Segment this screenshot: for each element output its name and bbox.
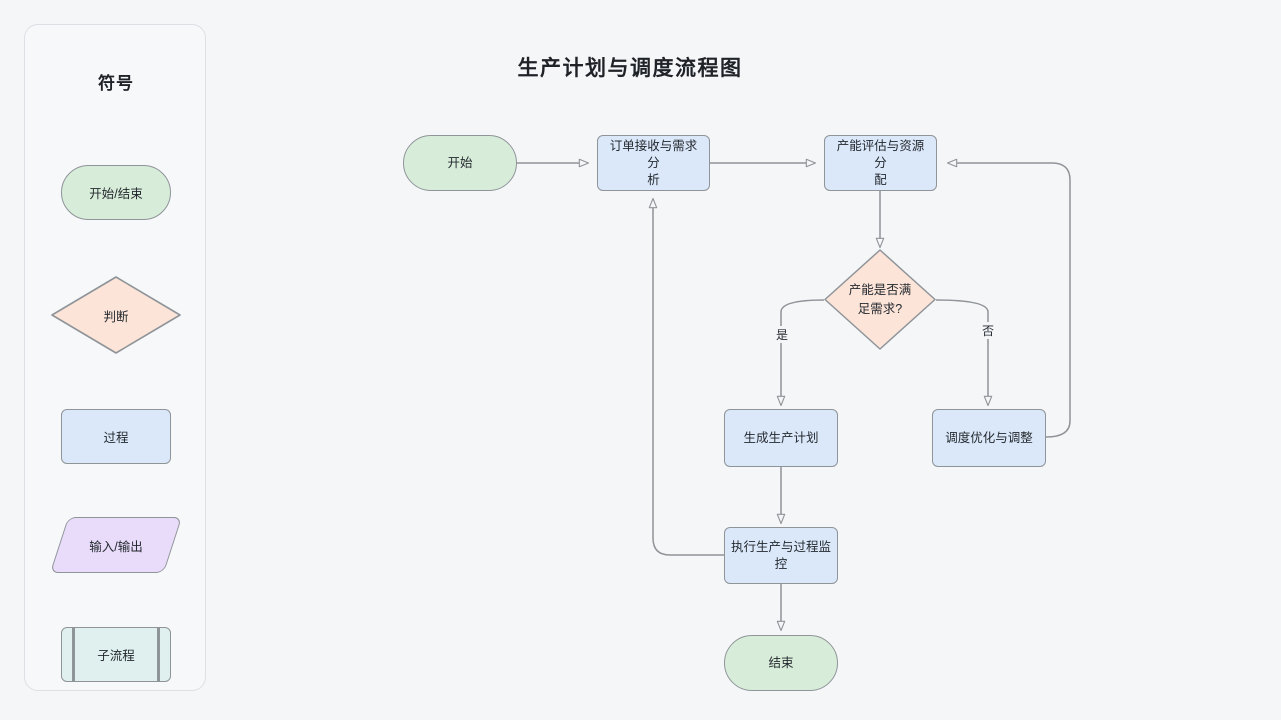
node-capacity-assessment-label: 产能评估与资源分 配: [836, 138, 925, 187]
node-capacity-assessment[interactable]: 产能评估与资源分 配: [824, 135, 937, 191]
node-decision-capacity[interactable]: 产能是否满 足需求?: [823, 248, 937, 351]
legend-title: 符号: [98, 74, 134, 93]
edge-decision-plan: [776, 299, 825, 407]
edge-adjust-capacity: [946, 158, 1071, 438]
node-schedule-adjust-label: 调度优化与调整: [945, 430, 1033, 445]
node-order-intake-label: 订单接收与需求分 析: [609, 138, 698, 187]
node-start[interactable]: 开始: [403, 135, 517, 191]
subprocess-bar-right: [157, 628, 160, 681]
edge-execute-order: [648, 197, 724, 556]
page-title: 生产计划与调度流程图: [517, 57, 743, 80]
node-start-label: 开始: [447, 155, 473, 170]
edge-label-no: 否: [980, 322, 997, 339]
node-generate-plan-label: 生成生产计划: [743, 430, 819, 445]
node-end-label: 结束: [768, 655, 794, 670]
node-execute-monitor[interactable]: 执行生产与过程监 控: [724, 527, 838, 584]
edge-decision-adjust: [935, 299, 993, 407]
node-order-intake[interactable]: 订单接收与需求分 析: [597, 135, 710, 191]
decision-diamond-shape: [824, 249, 936, 350]
edge-label-yes: 是: [774, 326, 791, 343]
subprocess-bar-left: [72, 628, 75, 681]
node-end[interactable]: 结束: [724, 635, 838, 691]
decision-diamond-shape: [51, 276, 181, 354]
node-execute-monitor-label: 执行生产与过程监 控: [731, 539, 832, 571]
node-generate-plan[interactable]: 生成生产计划: [724, 409, 838, 467]
node-schedule-adjust[interactable]: 调度优化与调整: [932, 409, 1046, 467]
